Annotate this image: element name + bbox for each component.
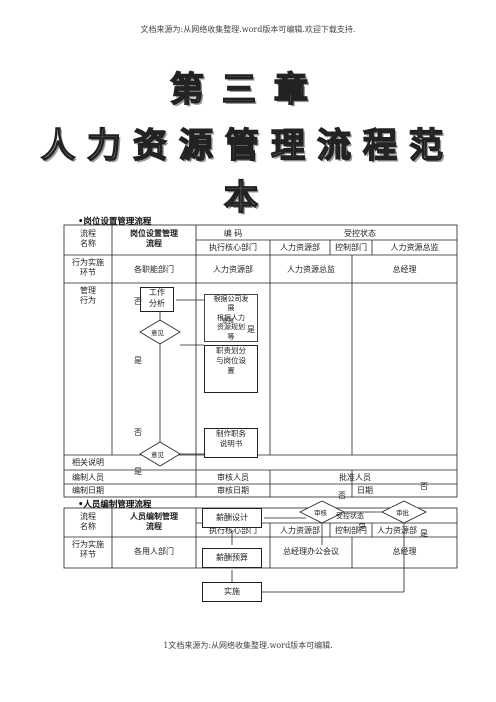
opinion-diamond-2: 意见: [151, 451, 164, 459]
review-diamond-2: 审核: [314, 509, 327, 517]
control-dept-2: 控制部门: [335, 526, 367, 535]
opinion-diamond-1: 意见: [151, 329, 164, 337]
title-line-3: 本: [223, 177, 272, 218]
lane-gm-2: 总经理: [392, 547, 417, 556]
related-desc: 相关说明: [72, 458, 104, 467]
footer-note: 1文档来源为:从网络收集整理.word版本可编辑.: [163, 641, 333, 650]
label-no-2: 否: [134, 428, 142, 437]
work-analysis-box: 工作 分析: [140, 287, 174, 312]
title-line-2: 人力资源管理流程范: [40, 125, 455, 166]
table1-border: [63, 224, 458, 498]
flow-name-label-2: 流程名称: [80, 512, 96, 531]
header-note: 文档来源为:从网络收集整理.word版本可编辑.欢迎下载支持.: [140, 25, 356, 34]
hr-dept-3: 人力资源部: [377, 526, 417, 535]
job-desc-box: 制作职务 说明书: [204, 428, 258, 458]
code-label: 编 码: [223, 229, 243, 238]
lane-hiring-depts: 各用人部门: [134, 547, 174, 556]
hr-dept: 人力资源部: [280, 243, 320, 252]
label-no-1: 否: [134, 297, 142, 306]
flow-name-value: 岗位设置管理流程: [130, 229, 178, 248]
salary-budget-box: 薪酬预算: [202, 548, 262, 568]
label-yes-b: 是: [420, 529, 428, 538]
exec-core-dept-2: 执行核心部门: [209, 526, 257, 535]
edit-date-label: 编制日期: [72, 486, 104, 495]
section1-heading: •岗位设置管理流程: [78, 217, 152, 227]
label-yes-1: 是: [247, 325, 255, 334]
duty-division-box: 职责划分 与岗位设 置: [204, 345, 258, 393]
lane-gm-meeting: 总经理办公会议: [283, 547, 339, 556]
label-yes-2: 是: [134, 356, 142, 365]
hr-plan-box: 根据公司发 展根据人力 资源规划 等: [204, 294, 258, 342]
editor-label: 编制人员: [72, 473, 104, 482]
exec-core-dept: 执行核心部门: [209, 243, 257, 252]
controlled-status: 受控状态: [344, 229, 376, 238]
flow-name-label: 流程名称: [80, 229, 96, 248]
reviewer-label: 审核人员: [217, 473, 249, 482]
implement-box: 实施: [202, 582, 262, 602]
label-no-3: 否: [338, 491, 346, 500]
controlled-status-2: 受控状态: [336, 512, 364, 520]
approve-diamond: 审批: [396, 509, 409, 517]
lane-hr-director: 人力资源总监: [287, 265, 335, 274]
label-yes-3: 是: [134, 467, 142, 476]
mgmt-behavior-label: 管理行为: [80, 286, 96, 305]
impl-label: 行为实施环节: [72, 258, 104, 277]
control-dept: 控制部门: [335, 243, 367, 252]
flow-name-value-2: 人员编制管理流程: [130, 512, 178, 531]
approver-label: 批准人员: [339, 473, 371, 482]
review-diamond-label: 审核: [222, 318, 235, 325]
label-no-4: 否: [420, 482, 428, 491]
hr-dept-2: 人力资源部: [280, 526, 320, 535]
lane-gm: 总经理: [392, 265, 417, 274]
hr-director: 人力资源总监: [390, 243, 439, 252]
lane-functional-depts: 各职能部门: [134, 265, 174, 274]
impl-label-2: 行为实施环节: [72, 540, 104, 559]
review-date-label: 审核日期: [217, 486, 249, 495]
chapter-title: 第三章: [169, 69, 326, 110]
approve-date-label: 日期: [357, 486, 373, 495]
section2-heading: •人员编制管理流程: [78, 500, 152, 510]
lane-hr-dept: 人力资源部: [213, 265, 253, 274]
salary-design-box: 薪酬设计: [202, 508, 262, 528]
label-yes-a: 是: [358, 523, 366, 532]
